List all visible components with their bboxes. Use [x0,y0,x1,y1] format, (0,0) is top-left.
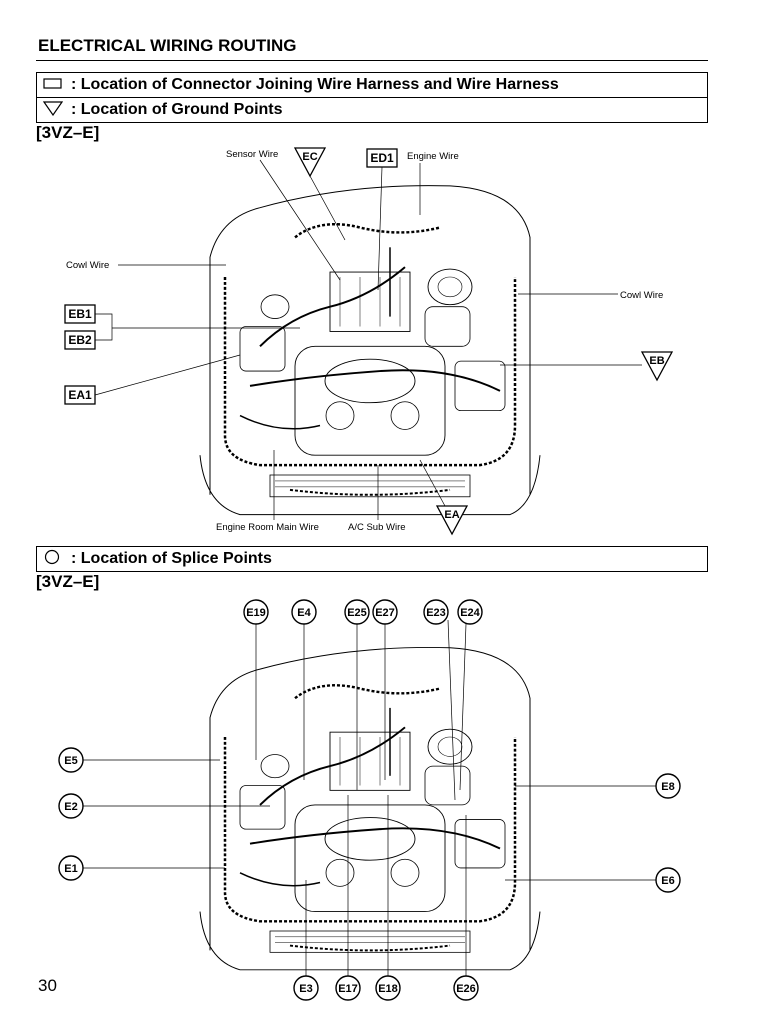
label-cowl-wire-left: Cowl Wire [66,260,109,271]
circle-icon [43,549,65,570]
splice-e18: E18 [375,795,401,1001]
page-title: ELECTRICAL WIRING ROUTING [38,36,297,55]
svg-text:E24: E24 [460,607,480,619]
legend-splice-row: : Location of Splice Points [37,547,707,571]
engine-label-1: [3VZ–E] [36,123,100,142]
svg-text:E27: E27 [375,607,395,619]
triangle-icon [42,100,65,121]
leader-sensor-wire [259,159,341,281]
svg-text:ED1: ED1 [370,151,394,165]
svg-text:E17: E17 [338,983,358,995]
svg-text:EA1: EA1 [68,388,92,402]
splice-e26: E26 [453,815,479,1001]
svg-text:E1: E1 [64,863,77,875]
page-number: 30 [38,976,57,995]
engine-diagram-2 [198,646,542,972]
legend-ground-text: : Location of Ground Points [71,101,283,118]
label-sensor-wire: Sensor Wire [226,149,278,160]
ground-ec: EC [293,147,346,241]
svg-text:E26: E26 [456,983,476,995]
legend-box-top: : Location of Connector Joining Wire Har… [36,72,708,123]
splice-e2: E2 [58,793,270,819]
connector-ea1: EA1 [64,354,241,405]
legend-box-splice: : Location of Splice Points [36,546,708,572]
splice-e1: E1 [58,855,225,881]
legend-splice-text: : Location of Splice Points [71,550,272,567]
svg-text:E2: E2 [64,801,77,813]
svg-text:EB: EB [649,355,664,367]
svg-text:E4: E4 [297,607,311,619]
splice-e19: E19 [243,599,269,760]
legend-ground-row: : Location of Ground Points [37,97,707,122]
splice-e25: E25 [344,599,370,790]
splice-e3: E3 [293,880,319,1001]
label-engine-wire: Engine Wire [407,151,459,162]
svg-text:EB1: EB1 [68,307,92,321]
splice-e8: E8 [515,773,681,799]
connector-eb1: EB1 [64,304,96,324]
label-cowl-wire-right: Cowl Wire [620,290,663,301]
title-rule [36,60,708,61]
engine-label-2: [3VZ–E] [36,572,100,591]
svg-text:E19: E19 [246,607,266,619]
engine-diagram-1 [198,184,542,516]
splice-e24: E24 [457,599,483,791]
leader-eb [95,313,300,341]
svg-text:E25: E25 [347,607,367,619]
ground-ea: EA [419,459,469,536]
legend-connector-text: : Location of Connector Joining Wire Har… [71,76,559,93]
svg-text:E8: E8 [661,781,674,793]
splice-e17: E17 [335,795,361,1001]
svg-text:E23: E23 [426,607,446,619]
connector-ed1: ED1 [366,148,398,291]
splice-e6: E6 [505,867,681,893]
rectangle-icon [43,76,65,95]
splice-e5: E5 [58,747,220,773]
splice-e4: E4 [291,599,317,780]
svg-text:E6: E6 [661,875,674,887]
connector-eb2: EB2 [64,330,96,350]
label-ac-sub-wire: A/C Sub Wire [348,522,406,533]
label-engine-room-main-wire: Engine Room Main Wire [216,522,319,533]
svg-text:EB2: EB2 [68,333,92,347]
svg-text:EC: EC [302,151,317,163]
svg-text:E18: E18 [378,983,398,995]
splice-e23: E23 [423,599,456,801]
svg-text:E5: E5 [64,755,77,767]
svg-text:E3: E3 [299,983,312,995]
splice-points: E19 E4 E25 E27 E23 E24 E5 E2 E1 E8 E6 E3… [58,599,681,1001]
splice-e27: E27 [372,599,398,780]
svg-text:EA: EA [444,509,459,521]
legend-connector-row: : Location of Connector Joining Wire Har… [37,73,707,97]
ground-eb: EB [500,351,674,382]
